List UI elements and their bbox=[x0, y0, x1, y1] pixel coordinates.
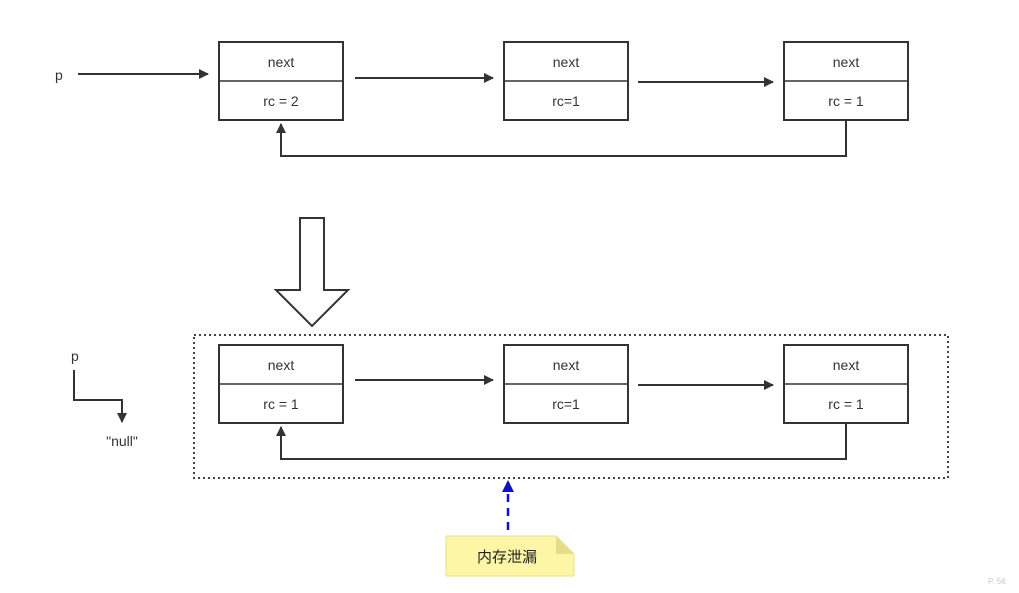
top-node-2-rc: rc=1 bbox=[552, 93, 580, 109]
bottom-node-3-rc: rc = 1 bbox=[828, 396, 864, 412]
bottom-node-1-rc: rc = 1 bbox=[263, 396, 299, 412]
top-back-reference-arrow bbox=[276, 120, 847, 157]
bottom-node-3-next: next bbox=[833, 357, 860, 373]
bottom-node-1-next: next bbox=[268, 357, 295, 373]
top-node-2: next rc=1 bbox=[503, 41, 629, 121]
bottom-diagram: p "null" next rc = 1 next rc=1 next rc =… bbox=[71, 334, 949, 479]
bottom-node-2-next: next bbox=[553, 357, 580, 373]
top-pointer-label: p bbox=[55, 67, 63, 83]
bottom-pointer-label: p bbox=[71, 348, 79, 364]
top-diagram: p next rc = 2 next rc=1 next rc = 1 bbox=[55, 41, 909, 157]
top-node-3: next rc = 1 bbox=[783, 41, 909, 121]
bottom-back-reference-arrow bbox=[276, 423, 847, 460]
top-node-1: next rc = 2 bbox=[218, 41, 344, 121]
top-node-3-next: next bbox=[833, 54, 860, 70]
memory-leak-note: 内存泄漏 bbox=[445, 535, 575, 577]
top-node-3-rc: rc = 1 bbox=[828, 93, 864, 109]
top-node-2-next: next bbox=[553, 54, 580, 70]
null-label: "null" bbox=[106, 433, 138, 449]
bottom-pointer-null-arrow bbox=[73, 370, 127, 423]
top-node-1-next: next bbox=[268, 54, 295, 70]
top-node-1-rc: rc = 2 bbox=[263, 93, 299, 109]
bottom-node-3: next rc = 1 bbox=[783, 344, 909, 424]
bottom-node-2-rc: rc=1 bbox=[552, 396, 580, 412]
watermark: P. 56 bbox=[988, 577, 1006, 586]
transition-down-arrow-icon bbox=[273, 217, 351, 328]
bottom-node-2: next rc=1 bbox=[503, 344, 629, 424]
memory-leak-note-text: 内存泄漏 bbox=[477, 548, 537, 566]
leaked-cycle-boundary bbox=[193, 334, 949, 479]
bottom-node-1: next rc = 1 bbox=[218, 344, 344, 424]
